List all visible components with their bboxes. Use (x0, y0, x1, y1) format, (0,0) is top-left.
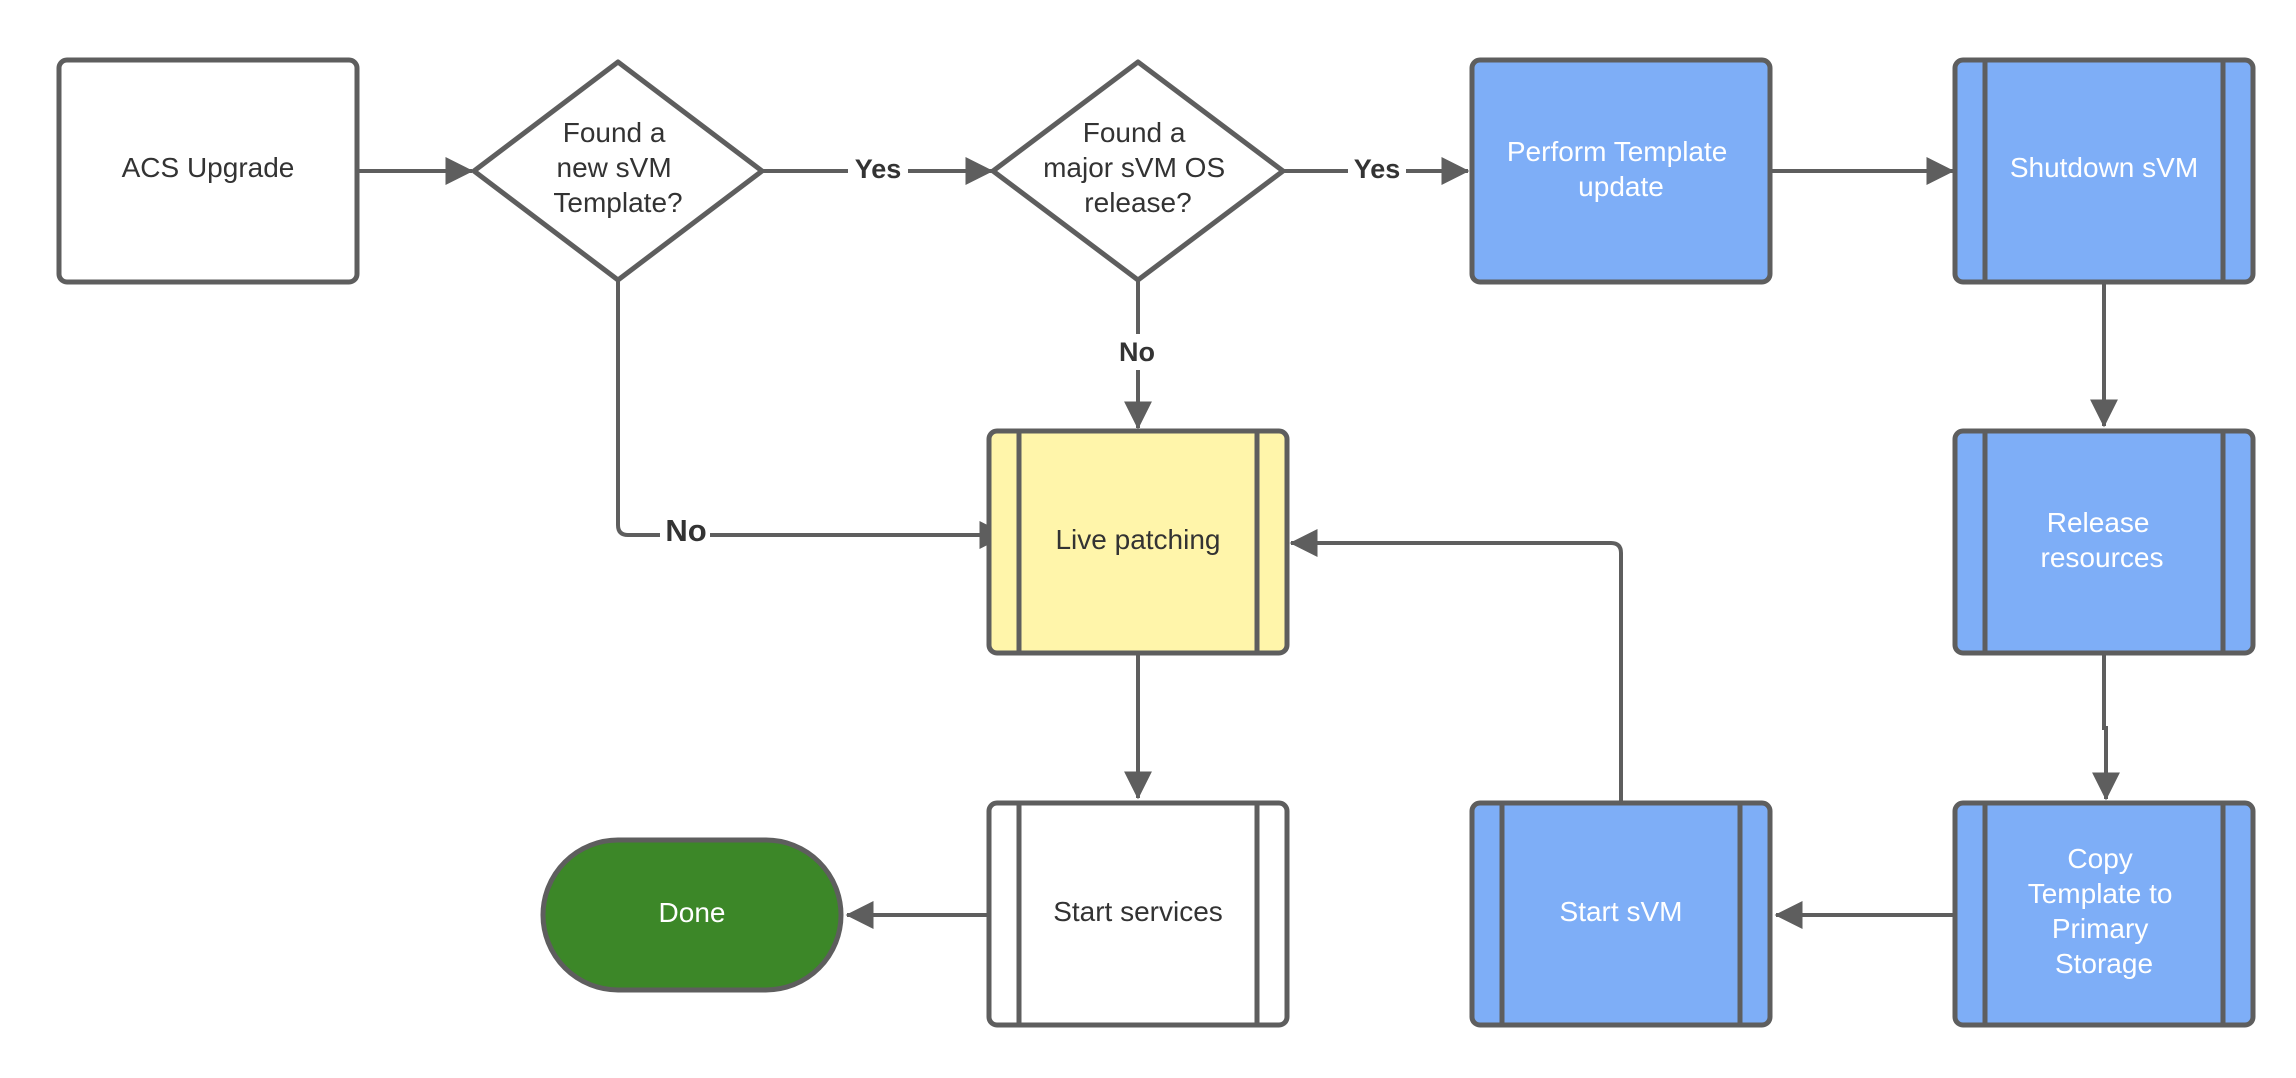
node-label-line: Storage (2055, 948, 2153, 979)
node-label-line: major sVM OS (1043, 152, 1225, 183)
node-release-resources-label: Release resources (2041, 507, 2164, 573)
node-label-line: Live patching (1055, 524, 1220, 555)
node-copy-template: Copy Template to Primary Storage (1952, 800, 2256, 1028)
node-label-line: Release (2047, 507, 2150, 538)
edge-label-bg (1348, 152, 1406, 188)
edge-start-svm-to-live-patching (1289, 529, 1623, 803)
node-label-line: Template to (2028, 878, 2173, 909)
node-release-resources: Release resources (1952, 428, 2256, 656)
decision-found-new-template: Found a new sVM Template? (471, 59, 765, 283)
edge-label-bg (660, 512, 710, 552)
node-label-line: Copy (2067, 843, 2132, 874)
node-acs-upgrade: ACS Upgrade (56, 57, 360, 285)
node-label-line: Primary (2052, 913, 2148, 944)
node-acs-upgrade-label: ACS Upgrade (122, 152, 295, 183)
edge-label-bg (848, 152, 908, 188)
edge-label-no-major-release: No (1119, 337, 1155, 367)
node-label-line: Found a (1083, 117, 1186, 148)
node-label-line: Perform Template (1507, 136, 1727, 167)
node-label-line: Done (659, 897, 726, 928)
node-label-line: Template? (553, 187, 682, 218)
node-label-line: release? (1084, 187, 1191, 218)
node-label-line: Start sVM (1560, 896, 1683, 927)
node-perform-template-update: Perform Template update (1469, 57, 1773, 285)
edge-label-no-new-template: No (665, 513, 706, 548)
node-done-label: Done (659, 897, 726, 928)
node-shutdown-svm: Shutdown sVM (1952, 57, 2256, 285)
node-shutdown-svm-label: Shutdown sVM (2010, 152, 2198, 183)
edge-new-template-no (616, 280, 1008, 549)
node-live-patching-label: Live patching (1055, 524, 1220, 555)
node-copy-template-label: Copy Template to Primary Storage (2028, 843, 2181, 979)
edge-release-to-copy (2092, 655, 2120, 801)
node-label-line: Start services (1053, 896, 1223, 927)
decision-found-new-template-label: Found a new sVM Template? (553, 117, 682, 218)
edge-label-yes-new-template: Yes (855, 154, 902, 184)
node-label-line: new sVM (557, 152, 672, 183)
node-label-line: ACS Upgrade (122, 152, 295, 183)
node-start-services-label: Start services (1053, 896, 1223, 927)
node-label-line: Shutdown sVM (2010, 152, 2198, 183)
node-label-line: Found a (563, 117, 666, 148)
edge-label-yes-major-release: Yes (1354, 154, 1401, 184)
node-label-line: resources (2041, 542, 2164, 573)
node-start-services: Start services (986, 800, 1290, 1028)
node-done: Done (540, 837, 844, 993)
decision-found-major-release: Found a major sVM OS release? (990, 59, 1286, 283)
node-start-svm-label: Start sVM (1560, 896, 1683, 927)
edge-label-bg (1112, 334, 1164, 370)
node-live-patching: Live patching (986, 428, 1290, 656)
edge-labels: Yes Yes No No (660, 152, 1406, 552)
node-perform-template-update-label: Perform Template update (1507, 136, 1735, 202)
decision-found-major-release-label: Found a major sVM OS release? (1043, 117, 1233, 218)
node-start-svm: Start sVM (1469, 800, 1773, 1028)
node-label-line: update (1578, 171, 1664, 202)
